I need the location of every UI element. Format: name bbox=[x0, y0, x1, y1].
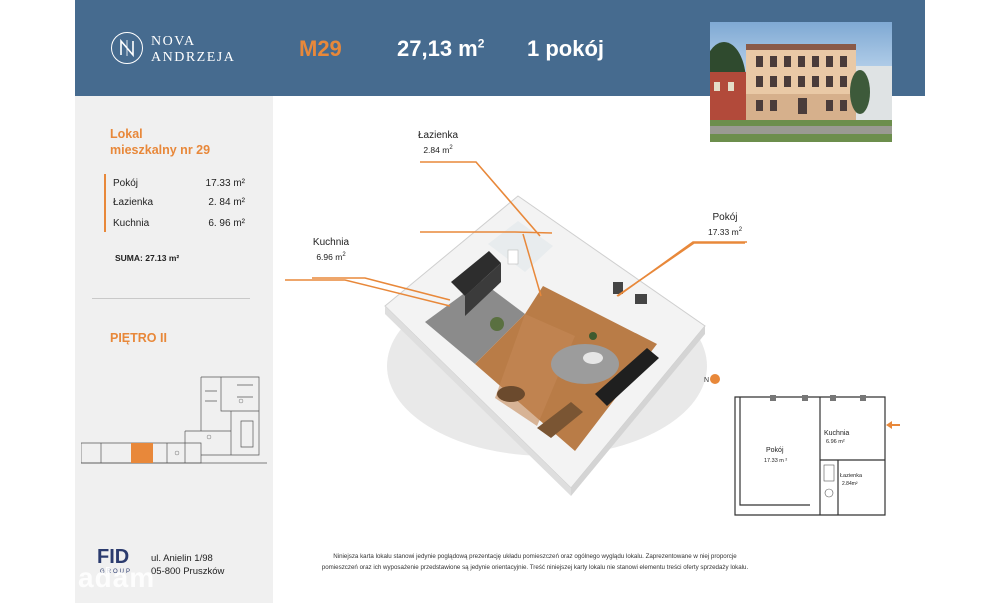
address-line2: 05-800 Pruszków bbox=[151, 566, 225, 577]
disclaimer-text: Niniejsza karta lokalu stanowi jedynie p… bbox=[300, 551, 770, 573]
fid-logo-subtext: GROUP bbox=[100, 569, 132, 575]
room-name: Kuchnia bbox=[113, 218, 150, 229]
mini-lazienka-label: Łazienka bbox=[840, 473, 863, 479]
unit-title-line1: Lokal bbox=[110, 127, 143, 141]
north-label: N bbox=[704, 377, 709, 384]
room-area: 17.33 m² bbox=[205, 178, 245, 189]
company-address: ul. Anielin 1/98 05-800 Pruszków bbox=[151, 552, 224, 578]
apartment-3d-plan bbox=[285, 195, 747, 496]
mini-pokoj-label: Pokój bbox=[766, 447, 784, 454]
nova-andrzeja-logo-icon bbox=[111, 32, 143, 64]
unit-area-value: 27,13 m bbox=[397, 36, 478, 61]
callout-kuchnia-area-sup: 2 bbox=[342, 252, 346, 259]
fid-logo-text: FID bbox=[97, 546, 129, 568]
north-indicator-icon bbox=[710, 374, 720, 384]
room-area: 2. 84 m² bbox=[208, 197, 245, 208]
callout-pokoj-area: 17.33 m2 bbox=[698, 227, 752, 237]
unit-summary-panel: Lokal mieszkalny nr 29 Pokój 17.33 m² Ła… bbox=[75, 96, 273, 603]
mini-lazienka-area: 2.84m² bbox=[842, 481, 858, 487]
floor-key-plan bbox=[81, 376, 267, 464]
callout-pokoj-title: Pokój bbox=[712, 212, 738, 223]
unit-location-highlight bbox=[131, 443, 153, 463]
disclaimer-line2: pomieszczeń oraz ich wyposażenie przedst… bbox=[321, 564, 749, 571]
callout-lazienka-title: Łazienka bbox=[417, 130, 459, 141]
divider bbox=[92, 298, 250, 299]
room-list-accent-bar bbox=[104, 174, 106, 232]
room-row-kuchnia: Kuchnia 6. 96 m² bbox=[113, 218, 245, 229]
room-row-pokoj: Pokój 17.33 m² bbox=[113, 178, 245, 189]
building-photo bbox=[710, 22, 892, 142]
room-name: Pokój bbox=[113, 178, 139, 189]
callout-kuchnia-area-value: 6.96 m bbox=[316, 252, 343, 262]
callout-kuchnia-title: Kuchnia bbox=[312, 237, 350, 248]
unit-area: 27,13 m2 bbox=[397, 36, 484, 62]
mini-kuchnia-area: 6.96 m² bbox=[826, 439, 845, 445]
callout-lazienka-area: 2.84 m2 bbox=[413, 145, 463, 155]
callout-kuchnia-area: 6.96 m2 bbox=[306, 252, 356, 262]
mini-floor-plan: N Pokój 17.33 m ² Kuchnia 6.96 m² Łazien… bbox=[704, 374, 900, 516]
brand-name: NOVA ANDRZEJA bbox=[151, 34, 235, 66]
floor-label: PIĘTRO II bbox=[110, 331, 167, 345]
unit-title: Lokal mieszkalny nr 29 bbox=[110, 126, 210, 158]
room-row-lazienka: Łazienka 2. 84 m² bbox=[113, 197, 245, 208]
callout-lazienka-area-sup: 2 bbox=[449, 145, 453, 152]
unit-title-line2: mieszkalny nr 29 bbox=[110, 143, 211, 157]
address-line1: ul. Anielin 1/98 bbox=[151, 553, 213, 564]
mini-kuchnia-label: Kuchnia bbox=[824, 430, 849, 437]
unit-code: M29 bbox=[299, 36, 342, 61]
room-name: Łazienka bbox=[113, 197, 154, 208]
total-area: SUMA: 27.13 m² bbox=[115, 253, 180, 263]
callout-pokoj-area-value: 17.33 m bbox=[707, 227, 739, 237]
callout-lazienka-area-value: 2.84 m bbox=[423, 145, 450, 155]
header-bar: NOVA ANDRZEJA M29 27,13 m2 1 pokój bbox=[75, 0, 925, 142]
room-area: 6. 96 m² bbox=[208, 218, 245, 229]
brand-line1: NOVA bbox=[151, 34, 196, 49]
unit-area-sup: 2 bbox=[477, 36, 485, 51]
mini-pokoj-area: 17.33 m ² bbox=[764, 458, 787, 464]
unit-rooms: 1 pokój bbox=[527, 36, 605, 61]
disclaimer-line1: Niniejsza karta lokalu stanowi jedynie p… bbox=[333, 553, 737, 560]
brand-line2: ANDRZEJA bbox=[151, 50, 236, 65]
callout-pokoj-area-sup: 2 bbox=[738, 227, 743, 234]
watermark: adam bbox=[78, 562, 156, 593]
fid-group-logo-icon: FID GROUP bbox=[97, 546, 132, 575]
